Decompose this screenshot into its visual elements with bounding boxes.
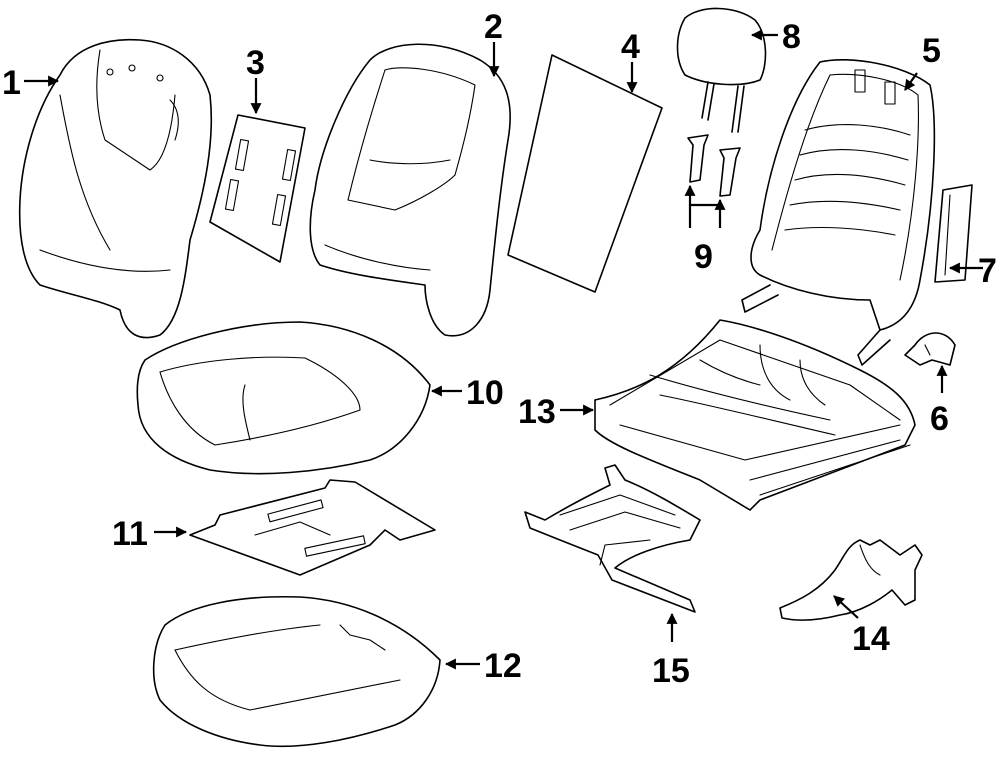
callout-10: 10 [466, 374, 504, 412]
part-2-seat-back-cover [309, 43, 511, 337]
part-10-seat-cushion-cover [136, 321, 431, 475]
callout-numbers: 1 2 3 4 5 6 7 8 9 10 11 12 13 14 15 [2, 8, 997, 690]
callout-13: 13 [518, 393, 556, 431]
callout-1: 1 [2, 64, 21, 102]
callout-5: 5 [922, 32, 941, 70]
part-5-seat-back-frame [741, 59, 936, 366]
callout-15: 15 [652, 652, 690, 690]
part-12-cushion-pad [152, 595, 441, 748]
callout-12: 12 [484, 647, 522, 685]
part-6-bracket [904, 332, 956, 366]
callout-6: 6 [930, 400, 949, 438]
leader-lines [24, 29, 983, 670]
callout-2: 2 [484, 8, 503, 46]
part-7-side-trim [934, 184, 973, 283]
part-15-seat-track [524, 464, 701, 613]
part-9-headrest-guides [687, 134, 741, 197]
callout-3: 3 [246, 44, 265, 82]
part-4-back-panel [507, 54, 663, 293]
callout-4: 4 [621, 28, 640, 66]
part-14-side-shield [779, 539, 923, 621]
callout-9: 9 [694, 238, 713, 276]
callout-14: 14 [852, 620, 890, 658]
part-8-headrest [676, 7, 767, 133]
part-11-cushion-heater-pad [189, 479, 436, 576]
part-1-seat-back-cover [18, 38, 213, 339]
callout-7: 7 [978, 252, 997, 290]
part-3-heater-pad [209, 114, 306, 263]
part-13-seat-cushion-frame [594, 319, 916, 511]
callout-11: 11 [112, 515, 148, 553]
callout-8: 8 [782, 18, 801, 56]
